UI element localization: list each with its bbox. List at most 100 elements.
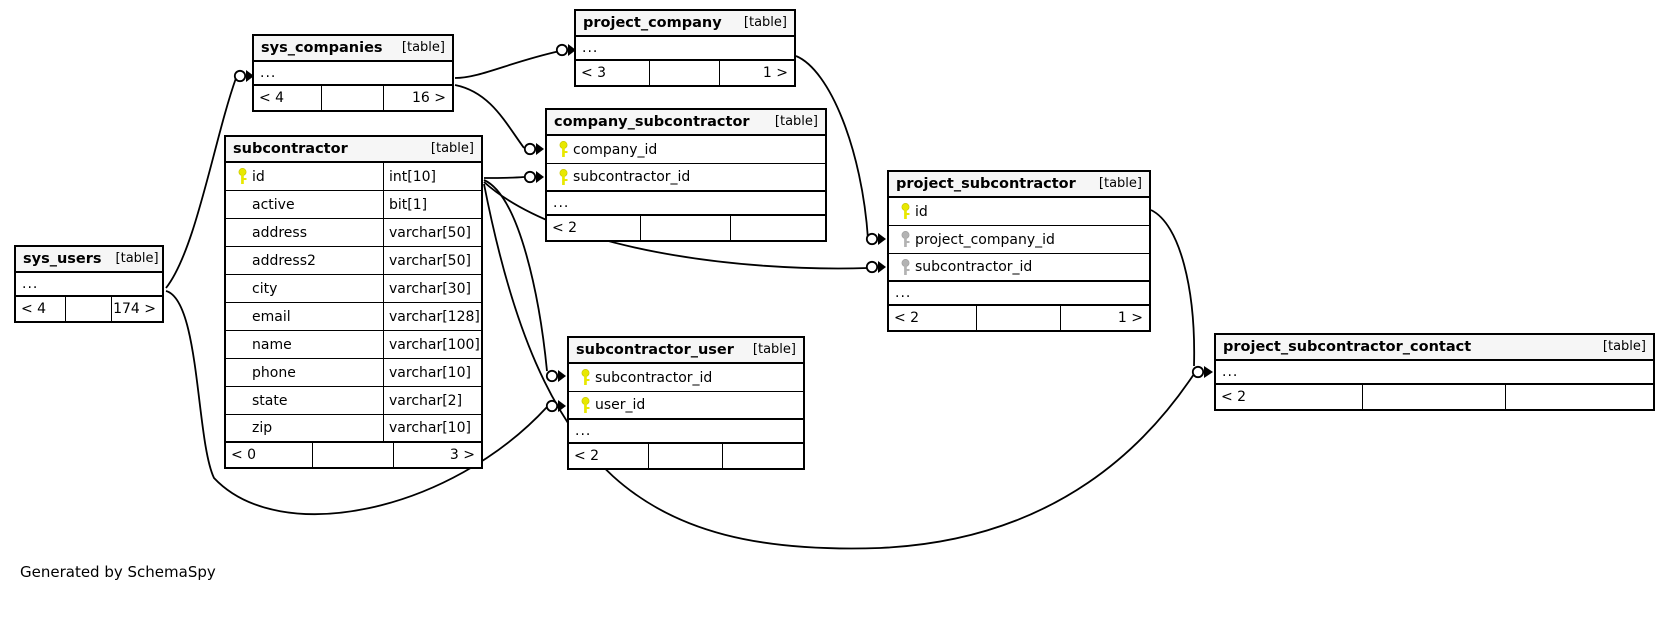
endpoint-arrow — [536, 143, 544, 155]
primary-key-icon — [895, 203, 915, 220]
table-footer: < 4 174 > — [16, 297, 162, 321]
endpoint-arrow — [1204, 366, 1213, 378]
column-cell: id — [889, 198, 1149, 225]
column-type-cell: varchar[10] — [383, 415, 481, 441]
column-cell: subcontractor_id — [547, 164, 825, 190]
column-type-cell: varchar[100] — [383, 331, 481, 358]
column-name: user_id — [595, 397, 646, 413]
footer-middle — [1362, 385, 1504, 409]
column-name: city — [252, 280, 278, 297]
table-type-tag: [table] — [430, 141, 474, 156]
table-footer: < 3 1 > — [576, 61, 794, 85]
table-type-tag: [table] — [743, 15, 787, 30]
table-footer: < 2 1 > — [889, 306, 1149, 330]
table-row[interactable]: state varchar[2] — [226, 387, 481, 415]
column-cell: user_id — [569, 392, 803, 418]
edge-projectsub-contact — [1150, 209, 1196, 367]
table-row[interactable]: city varchar[30] — [226, 275, 481, 303]
table-node-sys_users[interactable]: sys_users [table] ... < 4 174 > — [14, 245, 164, 323]
column-name: address — [252, 224, 308, 241]
table-title: project_subcontractor_contact — [1223, 338, 1472, 355]
columns-ellipsis: ... — [1216, 361, 1653, 385]
table-footer: < 4 16 > — [254, 86, 452, 110]
table-node-project_subcontractor_contact[interactable]: project_subcontractor_contact [table] ..… — [1214, 333, 1655, 411]
columns-ellipsis: ... — [889, 282, 1149, 306]
column-name: subcontractor_id — [595, 369, 713, 386]
generated-by-credit: Generated by SchemaSpy — [20, 563, 216, 581]
table-row[interactable]: address2 varchar[50] — [226, 247, 481, 275]
table-row[interactable]: active bit[1] — [226, 191, 481, 219]
table-title: subcontractor — [233, 140, 348, 157]
table-header: subcontractor [table] — [226, 137, 481, 163]
table-type-tag: [table] — [774, 114, 818, 129]
table-row[interactable]: subcontractor_id — [547, 164, 825, 192]
footer-outgoing-count: 3 > — [393, 443, 481, 467]
table-node-subcontractor_user[interactable]: subcontractor_user [table] subcontractor… — [567, 336, 805, 470]
column-type-cell: varchar[50] — [383, 219, 481, 246]
column-cell: phone — [226, 359, 383, 386]
footer-middle — [647, 444, 723, 468]
endpoint-circle — [233, 69, 247, 83]
footer-incoming-count: < 4 — [259, 90, 285, 106]
column-type: varchar[2] — [389, 392, 463, 409]
table-type-tag: [table] — [401, 40, 445, 55]
endpoint-circle — [555, 43, 569, 57]
table-type-tag: [table] — [1602, 339, 1646, 354]
footer-outgoing-count — [1504, 385, 1653, 409]
table-title: project_company — [583, 14, 722, 31]
footer-outgoing-count: 1 > — [718, 61, 794, 85]
table-node-company_subcontractor[interactable]: company_subcontractor [table] company_id — [545, 108, 827, 242]
endpoint-circle — [523, 142, 537, 156]
table-row[interactable]: user_id — [569, 392, 803, 420]
endpoint-arrow — [536, 171, 544, 183]
footer-middle — [311, 443, 394, 467]
table-type-tag: [table] — [115, 251, 159, 266]
table-row[interactable]: phone varchar[10] — [226, 359, 481, 387]
column-cell: zip — [226, 415, 383, 441]
footer-outgoing-count: 1 > — [1059, 306, 1149, 330]
columns-ellipsis: ... — [576, 37, 794, 61]
column-type: int[10] — [389, 168, 436, 185]
column-name: company_id — [573, 141, 658, 158]
footer-incoming-count: < 2 — [894, 310, 920, 326]
column-type-cell: varchar[30] — [383, 275, 481, 302]
footer-incoming-count: < 2 — [1221, 389, 1247, 405]
footer-outgoing-count: 16 > — [383, 86, 452, 110]
table-title: sys_users — [23, 250, 102, 267]
table-row[interactable]: id — [889, 198, 1149, 226]
column-cell: email — [226, 303, 383, 330]
footer-outgoing-count: 174 > — [110, 297, 162, 321]
table-node-project_company[interactable]: project_company [table] ... < 3 1 > — [574, 9, 796, 87]
table-row[interactable]: address varchar[50] — [226, 219, 481, 247]
table-row[interactable]: company_id — [547, 136, 825, 164]
column-type: varchar[10] — [389, 420, 471, 436]
column-type-cell: int[10] — [383, 163, 481, 190]
table-row[interactable]: zip varchar[10] — [226, 415, 481, 443]
table-row[interactable]: subcontractor_id — [569, 364, 803, 392]
columns-ellipsis: ... — [569, 420, 803, 444]
column-name: id — [915, 203, 928, 220]
table-row[interactable]: project_company_id — [889, 226, 1149, 254]
table-row[interactable]: name varchar[100] — [226, 331, 481, 359]
column-type-cell: varchar[2] — [383, 387, 481, 414]
column-name: phone — [252, 364, 296, 381]
endpoint-circle — [865, 232, 879, 246]
table-row[interactable]: subcontractor_id — [889, 254, 1149, 282]
column-type: varchar[50] — [389, 224, 471, 241]
column-name: address2 — [252, 252, 316, 269]
table-node-project_subcontractor[interactable]: project_subcontractor [table] id — [887, 170, 1151, 332]
table-row[interactable]: email varchar[128] — [226, 303, 481, 331]
table-node-sys_companies[interactable]: sys_companies [table] ... < 4 16 > — [252, 34, 454, 112]
table-title: sys_companies — [261, 39, 383, 56]
table-header: subcontractor_user [table] — [569, 338, 803, 364]
column-type-cell: varchar[10] — [383, 359, 481, 386]
table-row[interactable]: id int[10] — [226, 163, 481, 191]
endpoint-circle — [865, 260, 879, 274]
column-cell: city — [226, 275, 383, 302]
table-node-subcontractor[interactable]: subcontractor [table] id int[10] — [224, 135, 483, 469]
column-name: name — [252, 336, 292, 353]
column-type-cell: varchar[128] — [383, 303, 481, 330]
footer-middle — [976, 306, 1059, 330]
table-header: project_company [table] — [576, 11, 794, 37]
